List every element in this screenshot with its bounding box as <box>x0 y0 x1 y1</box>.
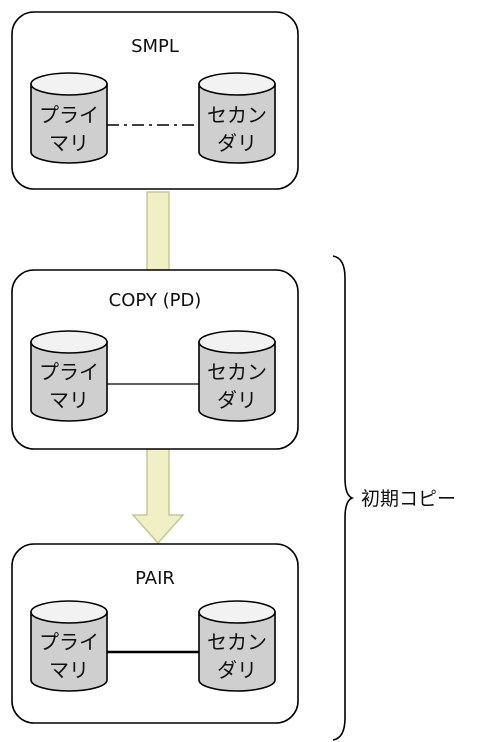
state-label: COPY (PD) <box>109 290 202 311</box>
transition-connector <box>146 191 170 271</box>
state-box-pair: PAIR プライ マリ セカン ダリ <box>11 543 299 724</box>
primary-disk-label-line2: マリ <box>49 658 89 682</box>
secondary-disk: セカン ダリ <box>198 600 276 692</box>
primary-disk: プライ マリ <box>30 330 108 422</box>
transition-arrow <box>131 448 185 545</box>
primary-disk-label-line1: プライ <box>39 360 99 384</box>
primary-disk: プライ マリ <box>30 72 108 164</box>
primary-disk-label-line2: マリ <box>49 388 89 412</box>
secondary-disk-label-line2: ダリ <box>217 131 257 155</box>
state-label: PAIR <box>135 568 175 589</box>
primary-disk-label-line1: プライ <box>39 103 99 127</box>
secondary-disk: セカン ダリ <box>198 330 276 422</box>
initial-copy-brace <box>332 255 355 741</box>
primary-disk: プライ マリ <box>30 600 108 692</box>
state-box-smpl: SMPL プライ マリ セカン ダリ <box>11 11 299 190</box>
primary-disk-label-line1: プライ <box>39 630 99 654</box>
secondary-disk-label-line2: ダリ <box>217 388 257 412</box>
initial-copy-label: 初期コピー <box>361 488 456 510</box>
secondary-disk-label-line1: セカン <box>207 630 267 654</box>
secondary-disk-label-line1: セカン <box>207 360 267 384</box>
state-box-copy: COPY (PD) プライ マリ セカン ダリ <box>11 269 299 450</box>
secondary-disk-label-line2: ダリ <box>217 658 257 682</box>
state-label: SMPL <box>131 36 179 57</box>
primary-disk-label-line2: マリ <box>49 131 89 155</box>
secondary-disk: セカン ダリ <box>198 72 276 164</box>
secondary-disk-label-line1: セカン <box>207 103 267 127</box>
